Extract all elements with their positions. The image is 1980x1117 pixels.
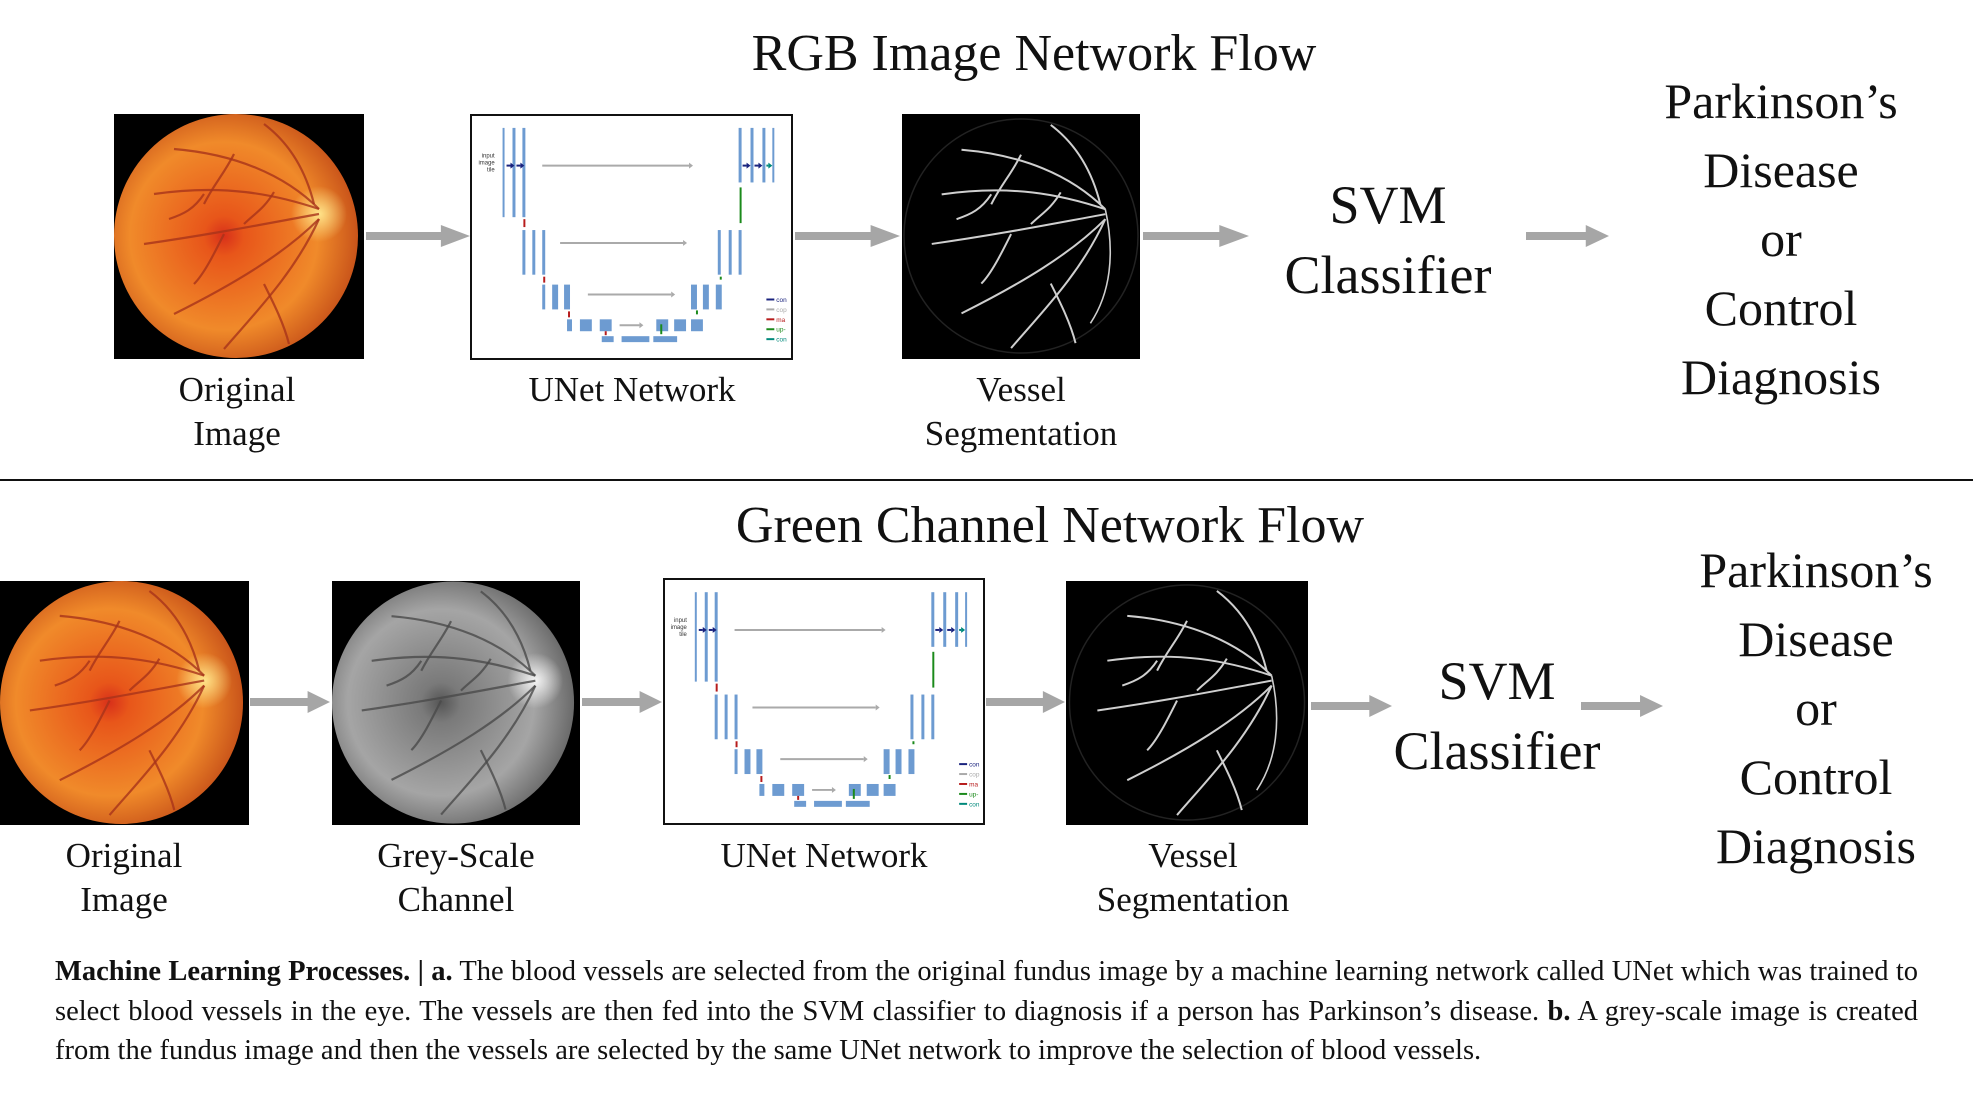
label-line: Image [193, 414, 281, 453]
svg-text:cop: cop [776, 307, 787, 314]
vessel-segmentation-image [1066, 581, 1308, 825]
diagnosis-line: Parkinson’s [1699, 542, 1933, 598]
svg-text:up-: up- [969, 791, 978, 798]
diagnosis-line: or [1760, 211, 1802, 267]
svg-text:up-: up- [776, 327, 785, 334]
diagnosis-line: Diagnosis [1715, 818, 1916, 874]
diagnosis-line: Disease [1703, 142, 1859, 198]
caption-b-marker: b. [1547, 995, 1571, 1027]
panel-b-title: Green Channel Network Flow [735, 497, 1365, 554]
flow-arrow [1143, 225, 1249, 247]
label-line: Original [178, 370, 296, 409]
label-line: Image [80, 880, 168, 919]
diagnosis-line: Control [1704, 280, 1858, 336]
svg-text:tile: tile [679, 632, 687, 638]
caption-a-marker: a. [431, 956, 453, 987]
label-line: Vessel [1148, 836, 1238, 875]
svg-text:con: con [776, 337, 787, 344]
diagnosis-line: Parkinson’s [1664, 73, 1898, 129]
svm-line: SVM [1438, 651, 1556, 711]
diagnosis-line: Control [1739, 749, 1893, 805]
label-line: Original [65, 836, 183, 875]
label-line: Grey-Scale [377, 836, 535, 875]
unet-network-label: UNet Network [528, 370, 736, 409]
svg-text:cop: cop [969, 772, 980, 779]
panel-a-title: RGB Image Network Flow [751, 25, 1317, 82]
label-line: Vessel [976, 370, 1066, 409]
svg-text:con: con [969, 801, 980, 808]
svm-line: Classifier [1284, 245, 1492, 305]
svm-line: SVM [1329, 175, 1447, 235]
caption-heading: Machine Learning Processes. | [55, 956, 432, 987]
label-line: Segmentation [924, 414, 1118, 453]
svg-text:image: image [671, 625, 688, 631]
original-image-label: Original Image [66, 834, 183, 922]
diagnosis-label: Parkinson’s Disease or Control Diagnosis [1664, 67, 1897, 412]
svm-classifier-label: SVM Classifier [1285, 170, 1492, 310]
flow-arrow [366, 225, 470, 247]
diagnosis-label: Parkinson’s Disease or Control Diagnosis [1699, 536, 1932, 881]
original-fundus-image [0, 581, 249, 825]
unet-network-label: UNet Network [720, 836, 928, 875]
svm-line: Classifier [1393, 721, 1601, 781]
label-line: Channel [397, 880, 515, 919]
svg-text:image: image [478, 161, 495, 167]
grey-scale-image [332, 581, 580, 825]
grey-scale-channel-label: Grey-Scale Channel [377, 834, 534, 922]
flow-arrow [250, 691, 330, 713]
original-fundus-image [114, 114, 364, 359]
svg-text:con: con [776, 297, 787, 304]
panel-divider [0, 479, 1973, 481]
flow-arrow [1526, 225, 1609, 247]
flow-arrow [582, 691, 662, 713]
diagnosis-line: Disease [1738, 611, 1894, 667]
svg-text:con: con [969, 762, 980, 769]
caption-a-text: The blood vessels are selected from the … [55, 956, 1918, 1027]
vessel-segmentation-image [902, 114, 1140, 359]
label-line: Segmentation [1096, 880, 1290, 919]
svg-text:input: input [674, 618, 687, 624]
vessel-segmentation-label: Vessel Segmentation [925, 368, 1117, 456]
diagnosis-line: or [1795, 680, 1837, 736]
flow-arrow [1311, 695, 1392, 717]
flow-arrow [986, 691, 1065, 713]
diagnosis-line: Diagnosis [1680, 349, 1881, 405]
svg-text:input: input [482, 154, 495, 160]
original-image-label: Original Image [179, 368, 296, 456]
flow-arrow [1581, 695, 1663, 717]
svm-classifier-label: SVM Classifier [1394, 646, 1601, 786]
flow-arrow [795, 225, 900, 247]
vessel-segmentation-label: Vessel Segmentation [1097, 834, 1289, 922]
svg-text:ma: ma [969, 781, 978, 788]
figure-caption: Machine Learning Processes. | a. The blo… [55, 952, 1918, 1071]
svg-text:ma: ma [776, 317, 785, 324]
svg-text:tile: tile [487, 168, 495, 174]
caption-b-text: A grey-scale image is created from the f… [55, 995, 1918, 1067]
